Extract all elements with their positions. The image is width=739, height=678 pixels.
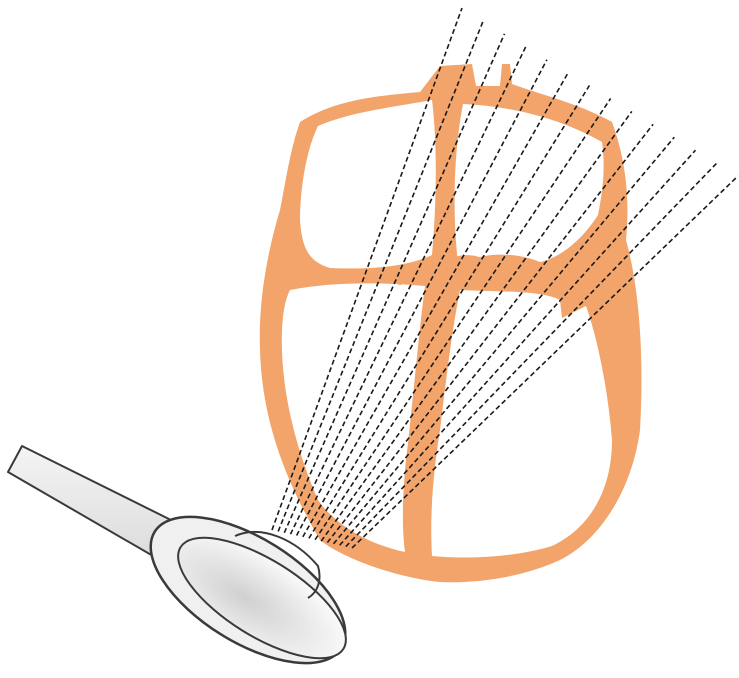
ultrasound-probe — [8, 446, 369, 678]
beam-line — [352, 176, 738, 548]
beam-line — [321, 111, 632, 541]
beam-line — [340, 150, 696, 545]
beam-line — [346, 163, 717, 546]
